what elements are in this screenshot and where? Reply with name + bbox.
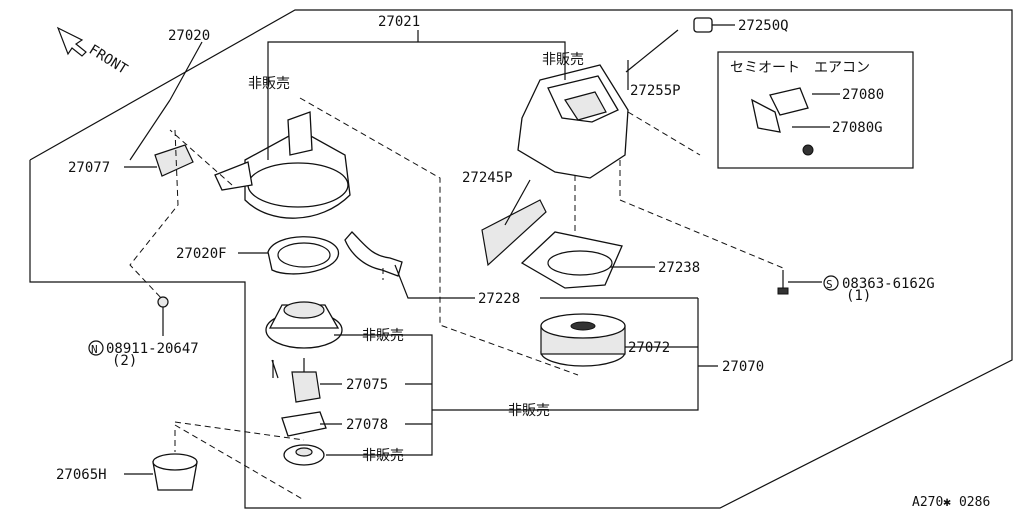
screw-08363 xyxy=(777,270,789,295)
assembly-boundary-line xyxy=(29,9,1013,509)
bolt-n-number: 08911-20647 xyxy=(106,341,199,357)
part-label-27080: 27080 xyxy=(842,87,884,103)
intake-housing xyxy=(517,29,679,179)
front-arrow-icon xyxy=(56,26,87,57)
not-for-sale-label-1: 非販売 xyxy=(248,76,290,92)
part-label-27020: 27020 xyxy=(168,28,210,44)
part-label-27245P: 27245P xyxy=(462,170,513,186)
part-label-27255P: 27255P xyxy=(630,83,681,99)
part-label-27077: 27077 xyxy=(68,160,110,176)
part-label-27078: 27078 xyxy=(346,417,388,433)
part-label-27080G: 27080G xyxy=(832,120,883,136)
nut-08911 xyxy=(157,296,169,308)
bearing-cover xyxy=(283,444,325,466)
part-label-27065H: 27065H xyxy=(56,467,107,483)
actuator-27080 xyxy=(751,87,814,156)
semi-auto-ac-box xyxy=(717,51,914,169)
bracket-27077 xyxy=(154,144,194,177)
n-circle-icon xyxy=(88,340,104,356)
not-for-sale-label-2: 非販売 xyxy=(542,52,584,68)
bolt-n-qty: (2) xyxy=(112,353,137,369)
part-label-27075: 27075 xyxy=(346,377,388,393)
bolt-s-prefix: S xyxy=(826,278,833,291)
part-label-27020F: 27020F xyxy=(176,246,227,262)
blower-motor xyxy=(265,301,343,349)
gasket-27238 xyxy=(520,231,623,289)
leader-lines xyxy=(124,24,840,475)
gasket-27020F xyxy=(267,236,339,275)
not-for-sale-label-3: 非販売 xyxy=(362,328,404,344)
bolt-s-qty: (1) xyxy=(846,288,871,304)
part-label-27021: 27021 xyxy=(378,14,420,30)
front-label: FRONT xyxy=(86,42,131,78)
part-label-27228: 27228 xyxy=(478,291,520,307)
bolt-n-prefix: N xyxy=(91,343,98,356)
part-label-27250Q: 27250Q xyxy=(738,18,789,34)
figure-code: A270✱ 0286 xyxy=(912,495,990,510)
brush-holder-27078 xyxy=(281,411,327,437)
cap-27065H xyxy=(152,453,198,491)
s-circle-icon xyxy=(823,275,839,291)
hose-27228 xyxy=(344,231,403,277)
part-label-27070: 27070 xyxy=(722,359,764,375)
clip-27250Q xyxy=(693,17,713,33)
armature-27075 xyxy=(271,358,321,403)
alignment-lines xyxy=(129,97,784,501)
part-label-27072: 27072 xyxy=(628,340,670,356)
not-for-sale-label-4: 非販売 xyxy=(508,403,550,419)
filter-27245P xyxy=(481,199,547,267)
blower-fan-27072 xyxy=(540,313,626,367)
upper-blower-case xyxy=(214,111,351,219)
part-label-27238: 27238 xyxy=(658,260,700,276)
not-for-sale-label-5: 非販売 xyxy=(362,448,404,464)
bolt-s-number: 08363-6162G xyxy=(842,276,935,292)
semi-auto-ac-title: セミオート エアコン xyxy=(730,60,870,76)
